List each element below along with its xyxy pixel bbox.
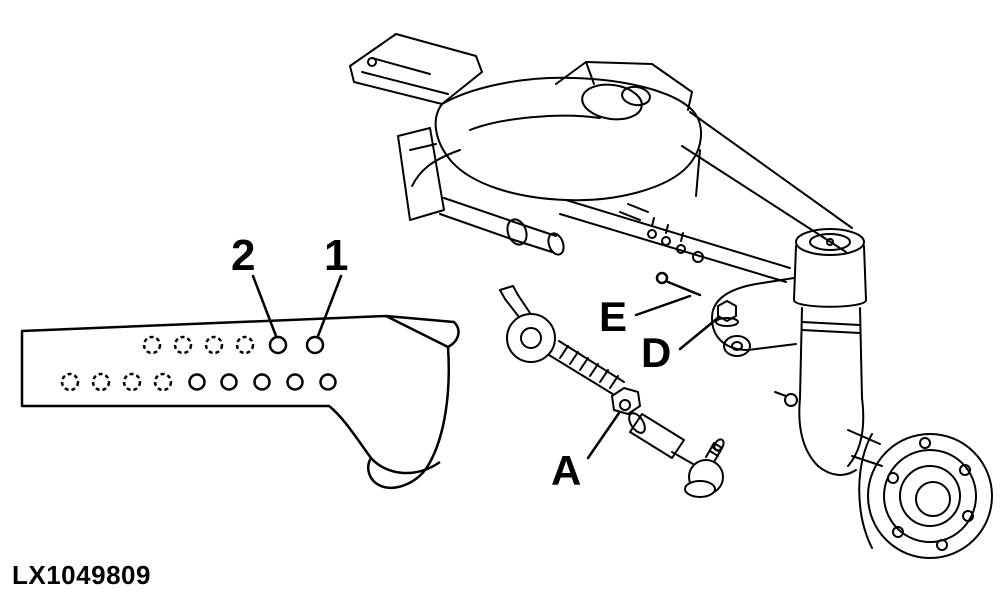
callout-label-d: D xyxy=(641,329,672,376)
callout-label-e: E xyxy=(599,293,628,340)
hole-part-1 xyxy=(305,335,325,355)
hole-part-2 xyxy=(268,335,288,355)
leader-E xyxy=(634,294,692,317)
steering-knuckle-hub xyxy=(711,228,993,559)
figure-image-code: LX1049809 xyxy=(12,560,151,590)
callout-label-a: A xyxy=(551,447,582,494)
axle-frame xyxy=(349,33,853,283)
support-bracket xyxy=(20,314,460,489)
cotter-pin-e xyxy=(655,271,702,297)
leader-2 xyxy=(251,274,278,338)
leader-A xyxy=(586,411,621,460)
callout-label-1: 1 xyxy=(324,231,349,280)
bracket-holes xyxy=(60,335,337,392)
callout-label-2: 2 xyxy=(231,231,256,280)
leader-D xyxy=(678,315,721,351)
leader-1 xyxy=(316,274,343,338)
tie-rod-assembly xyxy=(499,285,725,498)
leader-lines xyxy=(251,274,721,460)
